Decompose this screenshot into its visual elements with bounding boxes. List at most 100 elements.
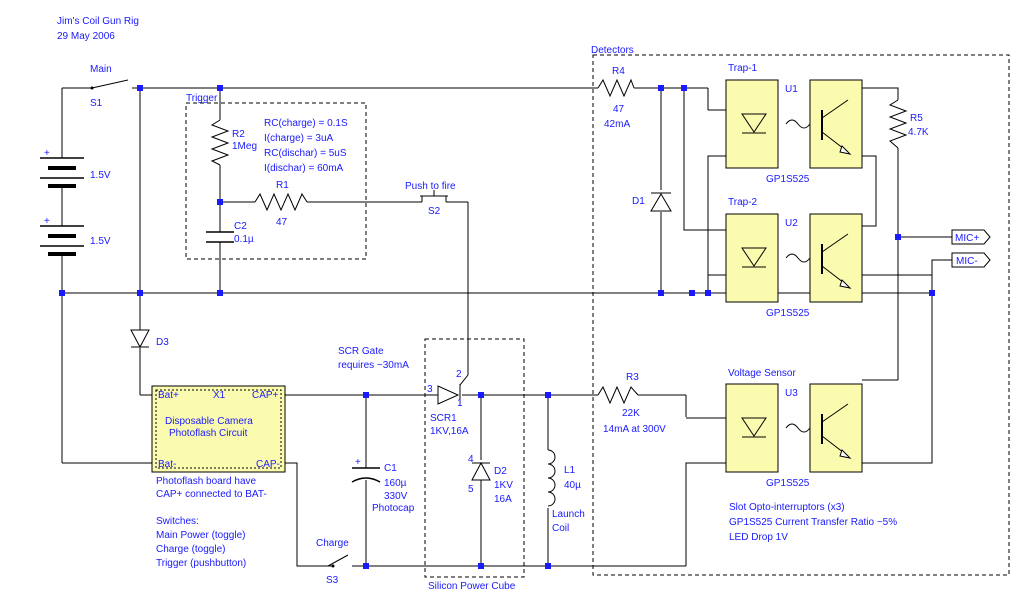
- diode-d1-ref: D1: [632, 196, 645, 207]
- trigger-label: Trigger: [186, 93, 218, 104]
- resistor-r5-ref: R5: [910, 113, 923, 124]
- resistor-r2: R2 1Meg: [210, 119, 257, 166]
- opto-u3-ref: U3: [785, 388, 798, 399]
- scr1-ref: SCR1: [430, 413, 457, 424]
- camera-ref: X1: [213, 390, 226, 401]
- trigger-note-2: I(charge) = 3uA: [264, 133, 334, 144]
- battery-b1-plus: +: [44, 148, 50, 159]
- switch-s2-name: Push to fire: [405, 181, 456, 192]
- capacitor-c1-ref: C1: [384, 463, 397, 474]
- resistor-r2-ref: R2: [232, 129, 245, 140]
- detectors-box: [592, 54, 1010, 576]
- battery-b1: + 1.5V: [40, 148, 111, 188]
- capacitor-c2-ref: C2: [234, 221, 247, 232]
- capacitor-c1-type: Photocap: [372, 503, 415, 514]
- capacitor-c1-plus: +: [355, 457, 361, 468]
- resistor-r3: R3 22K 14mA at 300V: [597, 372, 666, 435]
- diode-d2-pin4: 4: [468, 454, 474, 465]
- scr1: 3 2 1 SCR1 1KV,16A: [427, 369, 469, 437]
- mic-minus-label: MIC-: [956, 256, 978, 267]
- capacitor-c1-voltage: 330V: [384, 491, 408, 502]
- camera-bat-minus: Bat-: [158, 459, 176, 470]
- switch-s3-name: Charge: [316, 538, 349, 549]
- battery-b2-plus: +: [44, 216, 50, 227]
- inductor-l1: L1 40µ Launch Coil: [547, 449, 585, 534]
- scr1-pin1: 1: [457, 398, 463, 409]
- capacitor-c1-value: 160µ: [384, 478, 407, 489]
- camera-bat-plus: Bat+: [158, 390, 179, 401]
- camera-title-line1: Disposable Camera: [165, 416, 253, 427]
- detectors-label: Detectors: [591, 45, 634, 56]
- opto-u1-title: Trap-1: [728, 63, 758, 74]
- inductor-l1-name-line1: Launch: [552, 509, 585, 520]
- switches-note-item-2: Charge (toggle): [156, 544, 225, 555]
- camera-module-x1: Bat+ X1 CAP+ Disposable Camera Photoflas…: [151, 385, 286, 473]
- opto-u3: Voltage Sensor U3 GP1S525: [725, 368, 863, 489]
- trigger-note-3: RC(dischar) = 5uS: [264, 148, 347, 159]
- switch-s2: Push to fire S2: [405, 181, 456, 217]
- scr-gate-note-line1: SCR Gate: [338, 346, 384, 357]
- resistor-r3-ref: R3: [626, 372, 639, 383]
- opto-note-line1: Slot Opto-interruptors (x3): [729, 502, 845, 513]
- opto-u2-title: Trap-2: [728, 197, 758, 208]
- trigger-notes: RC(charge) = 0.1S I(charge) = 3uA RC(dis…: [264, 118, 348, 174]
- opto-u3-part: GP1S525: [766, 478, 810, 489]
- silicon-power-cube-box: [424, 338, 525, 578]
- switch-s1-ref: S1: [90, 98, 103, 109]
- resistor-r3-value: 22K: [622, 408, 640, 419]
- battery-b2-voltage: 1.5V: [90, 236, 111, 247]
- camera-note-line1: Photoflash board have: [156, 476, 257, 487]
- diode-d2-current: 16A: [494, 494, 512, 505]
- diode-d2: 4 5 D2 1KV 16A: [468, 454, 513, 505]
- diode-d3-ref: D3: [156, 337, 169, 348]
- trigger-note-1: RC(charge) = 0.1S: [264, 118, 348, 129]
- resistor-r4-ref: R4: [612, 66, 625, 77]
- capacitor-c1: + C1 160µ 330V Photocap: [351, 457, 415, 514]
- diode-d2-voltage: 1KV: [494, 480, 513, 491]
- diode-d2-ref: D2: [494, 466, 507, 477]
- switches-note: Switches: Main Power (toggle) Charge (to…: [156, 516, 246, 569]
- camera-cap-plus: CAP+: [252, 390, 279, 401]
- scr1-pin2: 2: [456, 369, 462, 380]
- camera-note-line2: CAP+ connected to BAT-: [156, 489, 267, 500]
- opto-u1-part: GP1S525: [766, 174, 810, 185]
- opto-note: Slot Opto-interruptors (x3) GP1S525 Curr…: [729, 502, 897, 543]
- battery-b2: + 1.5V: [40, 216, 111, 256]
- resistor-r1-value: 47: [276, 217, 288, 228]
- inductor-l1-ref: L1: [564, 465, 576, 476]
- opto-u1-ref: U1: [785, 84, 798, 95]
- opto-note-line2: GP1S525 Current Transfer Ratio ~5%: [729, 517, 897, 528]
- scr1-pin3: 3: [427, 384, 433, 395]
- scr1-rating: 1KV,16A: [430, 426, 469, 437]
- switches-note-item-3: Trigger (pushbutton): [156, 558, 246, 569]
- resistor-r2-value: 1Meg: [232, 141, 257, 152]
- resistor-r1: R1 47: [254, 180, 308, 228]
- opto-u2-part: GP1S525: [766, 308, 810, 319]
- switches-note-heading: Switches:: [156, 516, 199, 527]
- camera-cap-minus: CAP-: [256, 459, 280, 470]
- resistor-r4: R4 47 42mA: [597, 66, 635, 130]
- diode-d2-pin5: 5: [468, 484, 474, 495]
- resistor-r4-current: 42mA: [604, 119, 630, 130]
- camera-title-line2: Photoflash Circuit: [169, 428, 248, 439]
- mic-plus-label: MIC+: [955, 233, 979, 244]
- resistor-r5: R5 4.7K: [888, 99, 929, 149]
- battery-b1-voltage: 1.5V: [90, 170, 111, 181]
- silicon-power-cube-label: Silicon Power Cube: [428, 581, 516, 592]
- capacitor-c2: C2 0.1µ: [206, 221, 254, 245]
- resistor-r4-value: 47: [613, 104, 625, 115]
- resistor-r1-ref: R1: [276, 180, 289, 191]
- switch-s1: Main S1: [90, 64, 112, 109]
- inductor-l1-value: 40µ: [564, 480, 581, 491]
- junction-nodes: [59, 85, 935, 569]
- capacitor-c2-value: 0.1µ: [234, 234, 254, 245]
- trigger-note-4: I(dischar) = 60mA: [264, 163, 344, 174]
- opto-note-line3: LED Drop 1V: [729, 532, 788, 543]
- switch-s1-name: Main: [90, 64, 112, 75]
- diode-d3: D3: [130, 329, 169, 349]
- switches-note-item-1: Main Power (toggle): [156, 530, 245, 541]
- resistor-r3-note: 14mA at 300V: [603, 424, 666, 435]
- scr-gate-note-line2: requires ~30mA: [338, 360, 409, 371]
- resistor-r5-value: 4.7K: [908, 127, 929, 138]
